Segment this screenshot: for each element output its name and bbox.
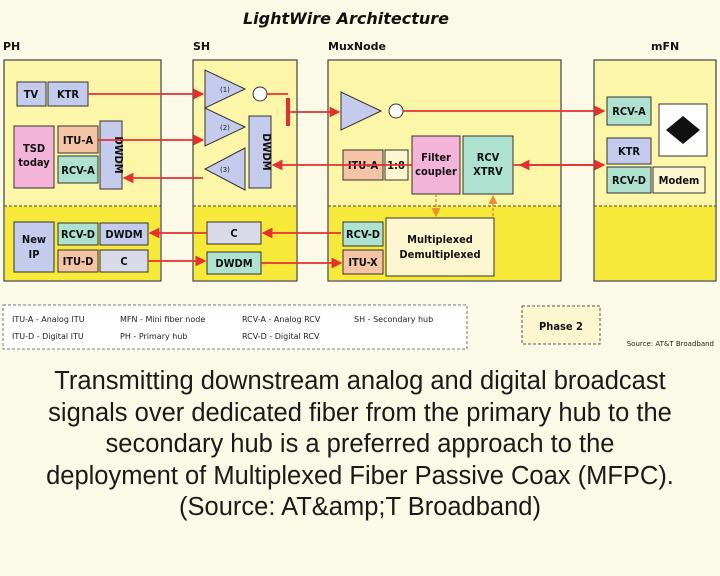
rcv-d-label-ph: RCV-D bbox=[61, 228, 95, 241]
filter-coupler-block bbox=[411, 135, 461, 195]
rcv-d-block-mux bbox=[342, 221, 384, 247]
splitter-mux-icon bbox=[388, 103, 404, 119]
rcv-a-block-ph bbox=[57, 155, 99, 184]
legend-item-ph: PH - Primary hub bbox=[120, 332, 188, 341]
rcv-d-label-mux: RCV-D bbox=[346, 228, 380, 241]
dwdm-block-ph bbox=[99, 120, 123, 190]
filter-label-2: coupler bbox=[415, 165, 457, 178]
amplifier-2-label: (2) bbox=[220, 124, 230, 132]
dashed-links bbox=[431, 194, 498, 218]
rcv-a-label-ph: RCV-A bbox=[61, 164, 95, 177]
tv-block bbox=[16, 81, 47, 107]
rcv-a-block-mfn bbox=[606, 96, 652, 126]
ktr-label-ph: KTR bbox=[57, 88, 79, 101]
legend-item-itu-d: ITU-D - Digital ITU bbox=[12, 332, 84, 341]
phase-box: Phase 2 bbox=[521, 305, 601, 345]
tsd-label-1: TSD bbox=[23, 142, 45, 155]
new-ip-block bbox=[13, 221, 55, 273]
amplifier-mux-icon bbox=[340, 91, 383, 131]
filter-label-1: Filter bbox=[421, 151, 451, 164]
source-note: Source: AT&T Broadband bbox=[627, 340, 714, 348]
dwdm-label-ph-group: DWDM bbox=[112, 136, 125, 173]
tsd-block bbox=[13, 125, 55, 189]
itu-a-label-ph: ITU-A bbox=[63, 134, 94, 147]
modem-block bbox=[652, 166, 706, 194]
rcv-d-label-mfn: RCV-D bbox=[612, 174, 646, 187]
ktr-block-mfn bbox=[606, 137, 652, 165]
itu-x-block-mux bbox=[342, 249, 384, 275]
section-label-mfn: mFN bbox=[651, 40, 679, 53]
new-ip-label-1: New bbox=[22, 233, 46, 246]
amplifier-1-icon: (1) bbox=[204, 69, 247, 109]
architecture-diagram: LightWire Architecture PH SH MuxNode mFN… bbox=[2, 9, 717, 350]
rcv-d-block-ph bbox=[57, 222, 99, 246]
rcv-xtrv-label-2: XTRV bbox=[473, 165, 503, 178]
amplifier-3-icon: (3) bbox=[203, 147, 246, 191]
c-label-ph: C bbox=[120, 255, 127, 268]
tv-label: TV bbox=[24, 88, 39, 101]
tsd-label-2: today bbox=[18, 156, 50, 169]
ktr-block-ph bbox=[47, 81, 89, 107]
caption-line-3: secondary hub is a preferred approach to… bbox=[105, 430, 615, 458]
new-ip-label-2: IP bbox=[29, 248, 40, 261]
phase-label: Phase 2 bbox=[539, 320, 583, 333]
caption-line-5: (Source: AT&amp;T Broadband) bbox=[179, 493, 541, 521]
dwdm-label-ph: DWDM bbox=[112, 136, 125, 173]
caption-line-4: deployment of Multiplexed Fiber Passive … bbox=[46, 461, 674, 490]
caption-line-2: signals over dedicated fiber from the pr… bbox=[48, 398, 672, 427]
itu-d-block-ph bbox=[57, 249, 99, 273]
rcv-a-label-mfn: RCV-A bbox=[612, 105, 646, 118]
legend-item-mfn: MFN - Mini fiber node bbox=[120, 315, 205, 324]
legend-item-rcv-d: RCV-D - Digital RCV bbox=[242, 332, 320, 341]
legend-item-sh: SH - Secondary hub bbox=[354, 315, 433, 324]
section-label-ph: PH bbox=[3, 40, 20, 53]
multiplexed-label-1: Multiplexed bbox=[407, 233, 473, 246]
amplifier-3-label: (3) bbox=[220, 166, 230, 174]
bidirectional-amplifier-icon bbox=[658, 103, 708, 157]
legend-box: ITU-A - Analog ITU ITU-D - Digital ITU M… bbox=[2, 304, 468, 350]
rcv-d-block-mfn bbox=[606, 166, 652, 194]
caption-line-1: Transmitting downstream analog and digit… bbox=[54, 367, 666, 395]
amplifier-1-label: (1) bbox=[220, 86, 230, 94]
dwdm-label-ph-low: DWDM bbox=[105, 228, 142, 241]
dwdm-label-sh-low: DWDM bbox=[215, 257, 252, 270]
multiplexed-block bbox=[385, 217, 495, 277]
dwdm-block-sh bbox=[248, 115, 272, 189]
amplifier-2-icon: (2) bbox=[204, 107, 247, 147]
section-label-sh: SH bbox=[193, 40, 210, 53]
rcv-xtrv-label-1: RCV bbox=[477, 151, 500, 164]
signal-lines bbox=[88, 88, 606, 269]
multiplexed-label-2: Demultiplexed bbox=[399, 248, 480, 261]
legend-item-rcv-a: RCV-A - Analog RCV bbox=[242, 315, 321, 324]
itu-x-label-mux: ITU-X bbox=[348, 256, 378, 269]
modem-label: Modem bbox=[659, 174, 700, 187]
legend-item-itu-a: ITU-A - Analog ITU bbox=[12, 315, 85, 324]
rcv-xtrv-block bbox=[462, 135, 514, 195]
c-label-sh: C bbox=[230, 227, 237, 240]
dwdm-label-sh-group: DWDM bbox=[260, 133, 273, 170]
dwdm-label-sh: DWDM bbox=[260, 133, 273, 170]
section-label-muxnode: MuxNode bbox=[328, 40, 386, 53]
itu-d-label-ph: ITU-D bbox=[63, 255, 94, 268]
dwdm-block-ph-low bbox=[99, 222, 149, 246]
splitter-icon bbox=[252, 86, 268, 102]
ktr-label-mfn: KTR bbox=[618, 145, 640, 158]
itu-a-block-ph bbox=[57, 125, 99, 154]
diagram-title: LightWire Architecture bbox=[243, 9, 449, 28]
figure-caption: Transmitting downstream analog and digit… bbox=[0, 366, 720, 572]
